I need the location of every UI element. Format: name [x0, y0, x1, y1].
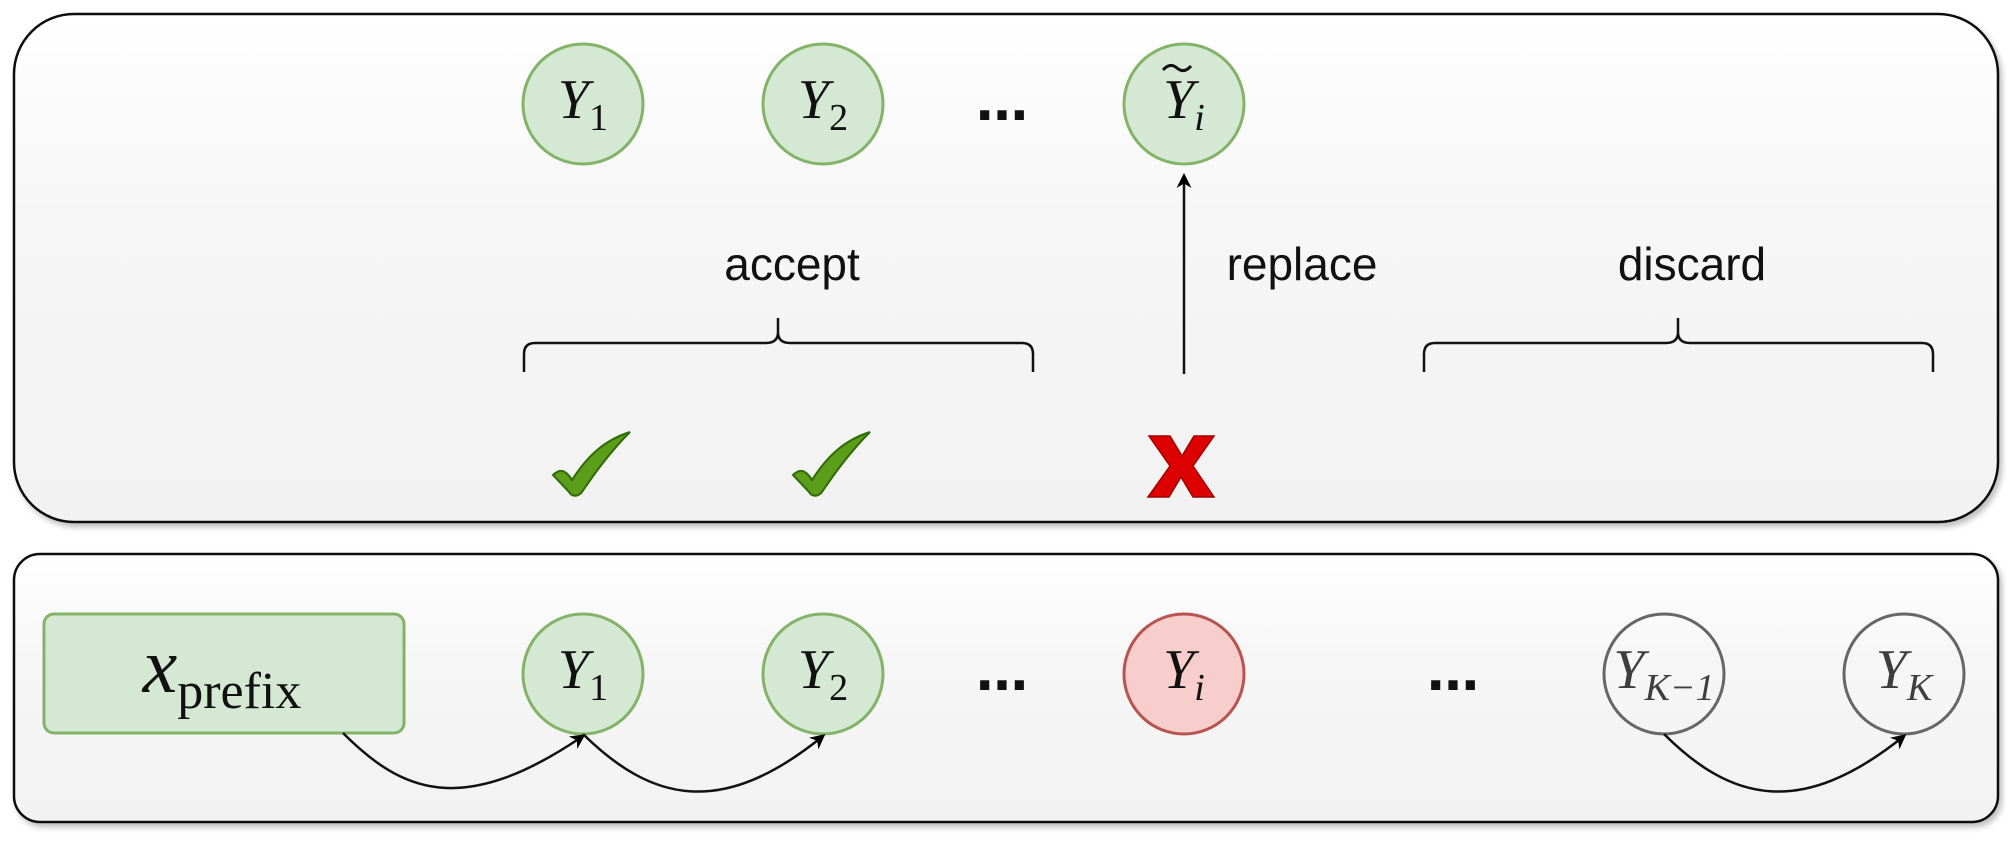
svg-text:Y2: Y2	[798, 69, 848, 139]
draft-token-rejected: Yi	[1122, 612, 1246, 736]
top-token-replaced: Yi	[1122, 42, 1246, 166]
svg-text:YK−1: YK−1	[1613, 639, 1714, 709]
top-token-1: Y1	[521, 42, 645, 166]
check-icon	[551, 431, 631, 497]
svg-text:Y1: Y1	[558, 69, 608, 139]
check-icon	[791, 431, 871, 497]
arrow-y1-to-y2	[582, 733, 826, 793]
cross-icon	[1146, 435, 1216, 498]
bottom-ellipsis-2: …	[1427, 643, 1479, 703]
svg-text:Y2: Y2	[798, 639, 848, 709]
discard-label: discard	[1618, 238, 1766, 290]
arrow-prefix-to-y1	[342, 732, 586, 790]
svg-text:YK: YK	[1876, 639, 1934, 709]
arrow-yk1-to-yk	[1663, 733, 1907, 793]
top-token-2: Y2	[761, 42, 885, 166]
svg-text:Yi: Yi	[1163, 69, 1205, 139]
verify-panel	[12, 12, 2000, 524]
draft-token-k: YK	[1842, 612, 1966, 736]
tilde-icon	[1161, 63, 1193, 73]
prefix-box: xprefix	[42, 612, 406, 735]
draft-panel	[12, 552, 2000, 824]
svg-text:Y1: Y1	[558, 639, 608, 709]
replace-label: replace	[1227, 238, 1378, 290]
bottom-ellipsis-1: …	[976, 643, 1028, 703]
svg-text:xprefix: xprefix	[142, 622, 302, 720]
draft-token-2: Y2	[761, 612, 885, 736]
accept-label: accept	[724, 238, 860, 290]
svg-text:Yi: Yi	[1163, 639, 1205, 709]
top-ellipsis: …	[976, 73, 1028, 133]
draft-token-1: Y1	[521, 612, 645, 736]
